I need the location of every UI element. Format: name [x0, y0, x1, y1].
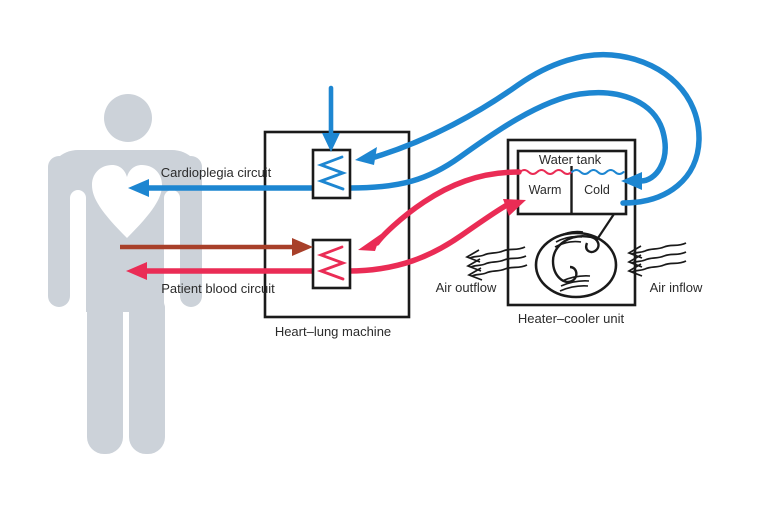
figure-armpit-gap-right — [164, 190, 180, 310]
cold-water-surface-icon — [571, 169, 625, 175]
cold-water-supply-tube — [372, 51, 702, 206]
blood-heat-exchanger-icon — [311, 238, 352, 290]
cardioplegia-solution-inflow-arrow — [322, 85, 340, 152]
fan-s-blade — [551, 235, 600, 284]
water-tank-label: Water tank — [539, 152, 602, 167]
cardioplegia-exchanger-box — [311, 148, 352, 200]
fan-circle — [534, 231, 618, 299]
cold-water-return-tube — [146, 89, 668, 191]
warm-water-surface-icon — [519, 169, 573, 175]
cold-compartment-label: Cold — [584, 183, 610, 197]
patient-blood-circuit-label: Patient blood circuit — [161, 281, 275, 296]
air-inflow-label: Air inflow — [650, 280, 703, 295]
heater-cooler-unit-label: Heater–cooler unit — [518, 311, 625, 326]
figure-armpit-gap-left — [70, 190, 86, 310]
fan-motion-lines-bottom — [559, 275, 591, 292]
cold-supply-arrowhead — [355, 147, 377, 165]
fan-motion-lines-top — [554, 230, 584, 248]
air-outflow-label: Air outflow — [436, 280, 497, 295]
warm-return-arrowhead — [503, 199, 526, 216]
figure-right-leg — [129, 290, 165, 454]
heart-lung-machine-label: Heart–lung machine — [275, 324, 391, 339]
warm-water-return-tube — [144, 202, 510, 274]
warm-supply-arrowhead — [358, 234, 381, 251]
warm-water-supply-tube — [374, 169, 522, 246]
fan-icon — [534, 213, 618, 299]
patient-figure-icon — [48, 94, 202, 454]
figure-head — [104, 94, 152, 142]
cardioplegia-to-heart-arrowhead — [128, 179, 149, 197]
blood-coil-icon — [316, 245, 348, 281]
figure-left-leg — [87, 290, 123, 454]
cardioplegia-coil-icon — [316, 155, 348, 191]
venous-blood-arrow — [120, 238, 313, 256]
cold-return-arrowhead — [621, 172, 642, 190]
warm-compartment-label: Warm — [529, 183, 562, 197]
figure-left-arm — [48, 156, 70, 307]
air-inflow-waves-icon — [627, 242, 687, 277]
fan-cord-line — [595, 213, 615, 242]
blood-exchanger-box — [311, 238, 352, 290]
cardioplegia-circuit-label: Cardioplegia circuit — [161, 165, 272, 180]
water-tank — [516, 149, 628, 216]
arterial-blood-arrowhead — [126, 262, 147, 280]
air-outflow-waves-icon — [465, 246, 528, 281]
cardioplegia-heat-exchanger-icon — [311, 148, 352, 200]
